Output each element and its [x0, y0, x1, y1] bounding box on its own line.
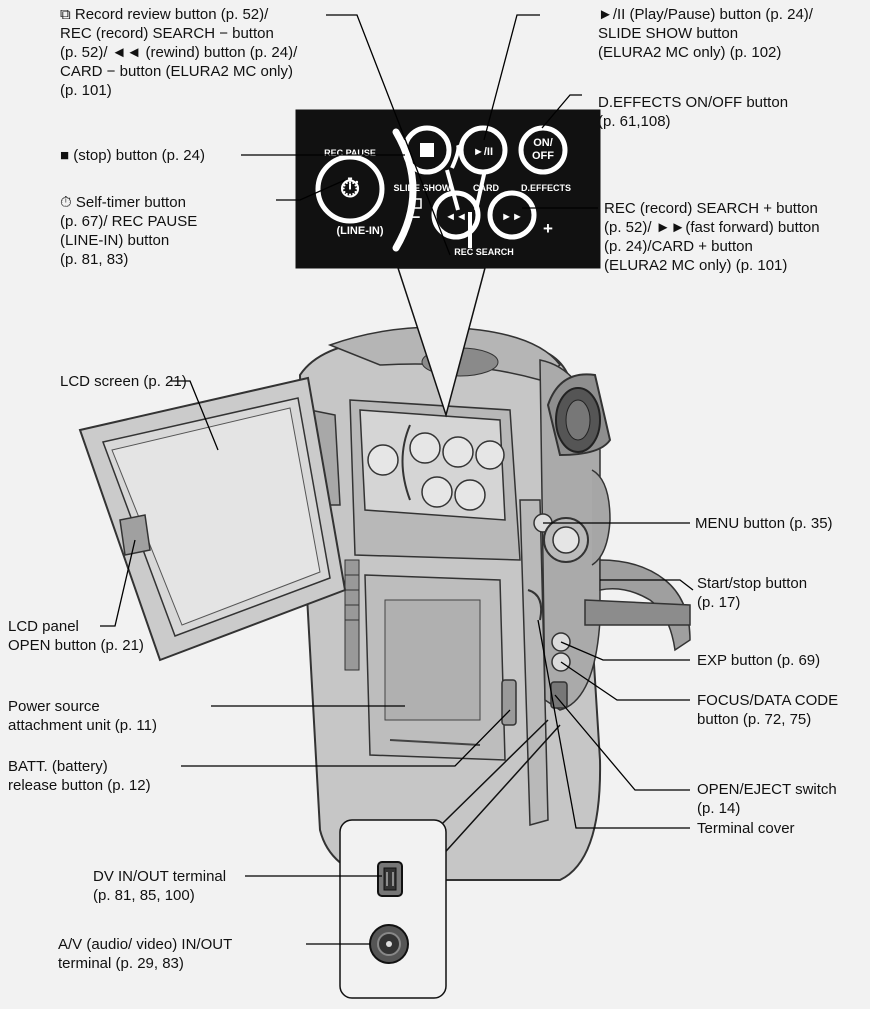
power-source-label: Power source attachment unit (p. 11)	[8, 698, 157, 734]
panel-line-in-label: (LINE-IN)	[336, 225, 383, 237]
record-review-icon	[409, 198, 422, 209]
stop-icon	[420, 143, 434, 157]
av-inout-label: A/V (audio/ video) IN/OUT terminal (p. 2…	[58, 936, 233, 972]
panel-background	[295, 109, 601, 269]
dv-inout-label: DV IN/OUT terminal (p. 81, 85, 100)	[93, 868, 227, 904]
body-rewind-button[interactable]	[421, 476, 453, 508]
rec-search-plus-label: REC (record) SEARCH + button (p. 52)/ ►►…	[604, 200, 820, 274]
button-panel-callout: ⏱ REC PAUSE (LINE-IN) SLIDE SHOW CARD D.…	[295, 109, 601, 418]
self-timer-button[interactable]	[315, 154, 385, 224]
d-effects-on-off-button[interactable]	[518, 125, 568, 175]
stop-button[interactable]	[402, 125, 452, 175]
body-stop-button[interactable]	[409, 432, 441, 464]
open-eject-label: OPEN/EJECT switch (p. 14)	[697, 781, 837, 817]
play-pause-label: ►/II (Play/Pause) button (p. 24)/ SLIDE …	[598, 6, 813, 61]
play-pause-button[interactable]	[458, 125, 508, 175]
rewind-icon: ◄◄	[445, 211, 467, 223]
stop-label: ■ (stop) button (p. 24)	[60, 147, 205, 164]
fast-forward-button[interactable]	[487, 190, 537, 240]
lcd-screen-label: LCD screen (p. 21)	[60, 373, 187, 390]
terminal-inset	[339, 719, 561, 999]
lcd-open-button[interactable]	[119, 514, 151, 556]
record-review-label: ⧉ Record review button (p. 52)/ REC (rec…	[60, 6, 298, 99]
body-ffwd-button[interactable]	[454, 479, 486, 511]
self-timer-icon: ⏱	[340, 173, 360, 203]
lcd-panel	[78, 376, 347, 662]
on-label: ON/	[533, 137, 553, 149]
menu-button-label: MENU button (p. 35)	[695, 515, 833, 532]
fast-forward-icon: ►►	[501, 211, 523, 223]
off-label: OFF	[532, 150, 554, 162]
body-start-stop-button[interactable]	[552, 526, 580, 554]
batt-release-label: BATT. (battery) release button (p. 12)	[8, 758, 151, 794]
focus-data-code-label: FOCUS/DATA CODE button (p. 72, 75)	[697, 692, 839, 728]
terminal-cover-label: Terminal cover	[697, 820, 795, 837]
body-effects-button[interactable]	[475, 440, 505, 470]
body-play-button[interactable]	[442, 436, 474, 468]
plus-sign: +	[543, 219, 553, 238]
panel-card-label: CARD	[473, 183, 499, 193]
panel-slide-show-label: SLIDE SHOW	[393, 183, 451, 193]
body-open-eject-switch[interactable]	[550, 681, 568, 709]
lcd-screen	[111, 407, 321, 626]
exp-button-label: EXP button (p. 69)	[697, 652, 821, 669]
panel-d-effects-label: D.EFFECTS	[521, 183, 571, 193]
panel-rec-pause-label: REC PAUSE	[324, 148, 376, 158]
panel-rec-search-label: REC SEARCH	[454, 247, 514, 257]
start-stop-label: Start/stop button (p. 17)	[697, 575, 808, 611]
play-pause-icon: ►/II	[473, 146, 493, 158]
d-effects-label: D.EFFECTS ON/OFF button (p. 61,108)	[598, 94, 789, 130]
body-self-timer-button[interactable]	[367, 444, 399, 476]
leader-lines	[100, 14, 694, 945]
self-timer-label: ⏱ Self-timer button (p. 67)/ REC PAUSE (…	[60, 194, 198, 268]
lcd-open-label: LCD panel OPEN button (p. 21)	[8, 618, 144, 654]
minus-sign: −	[412, 209, 421, 226]
